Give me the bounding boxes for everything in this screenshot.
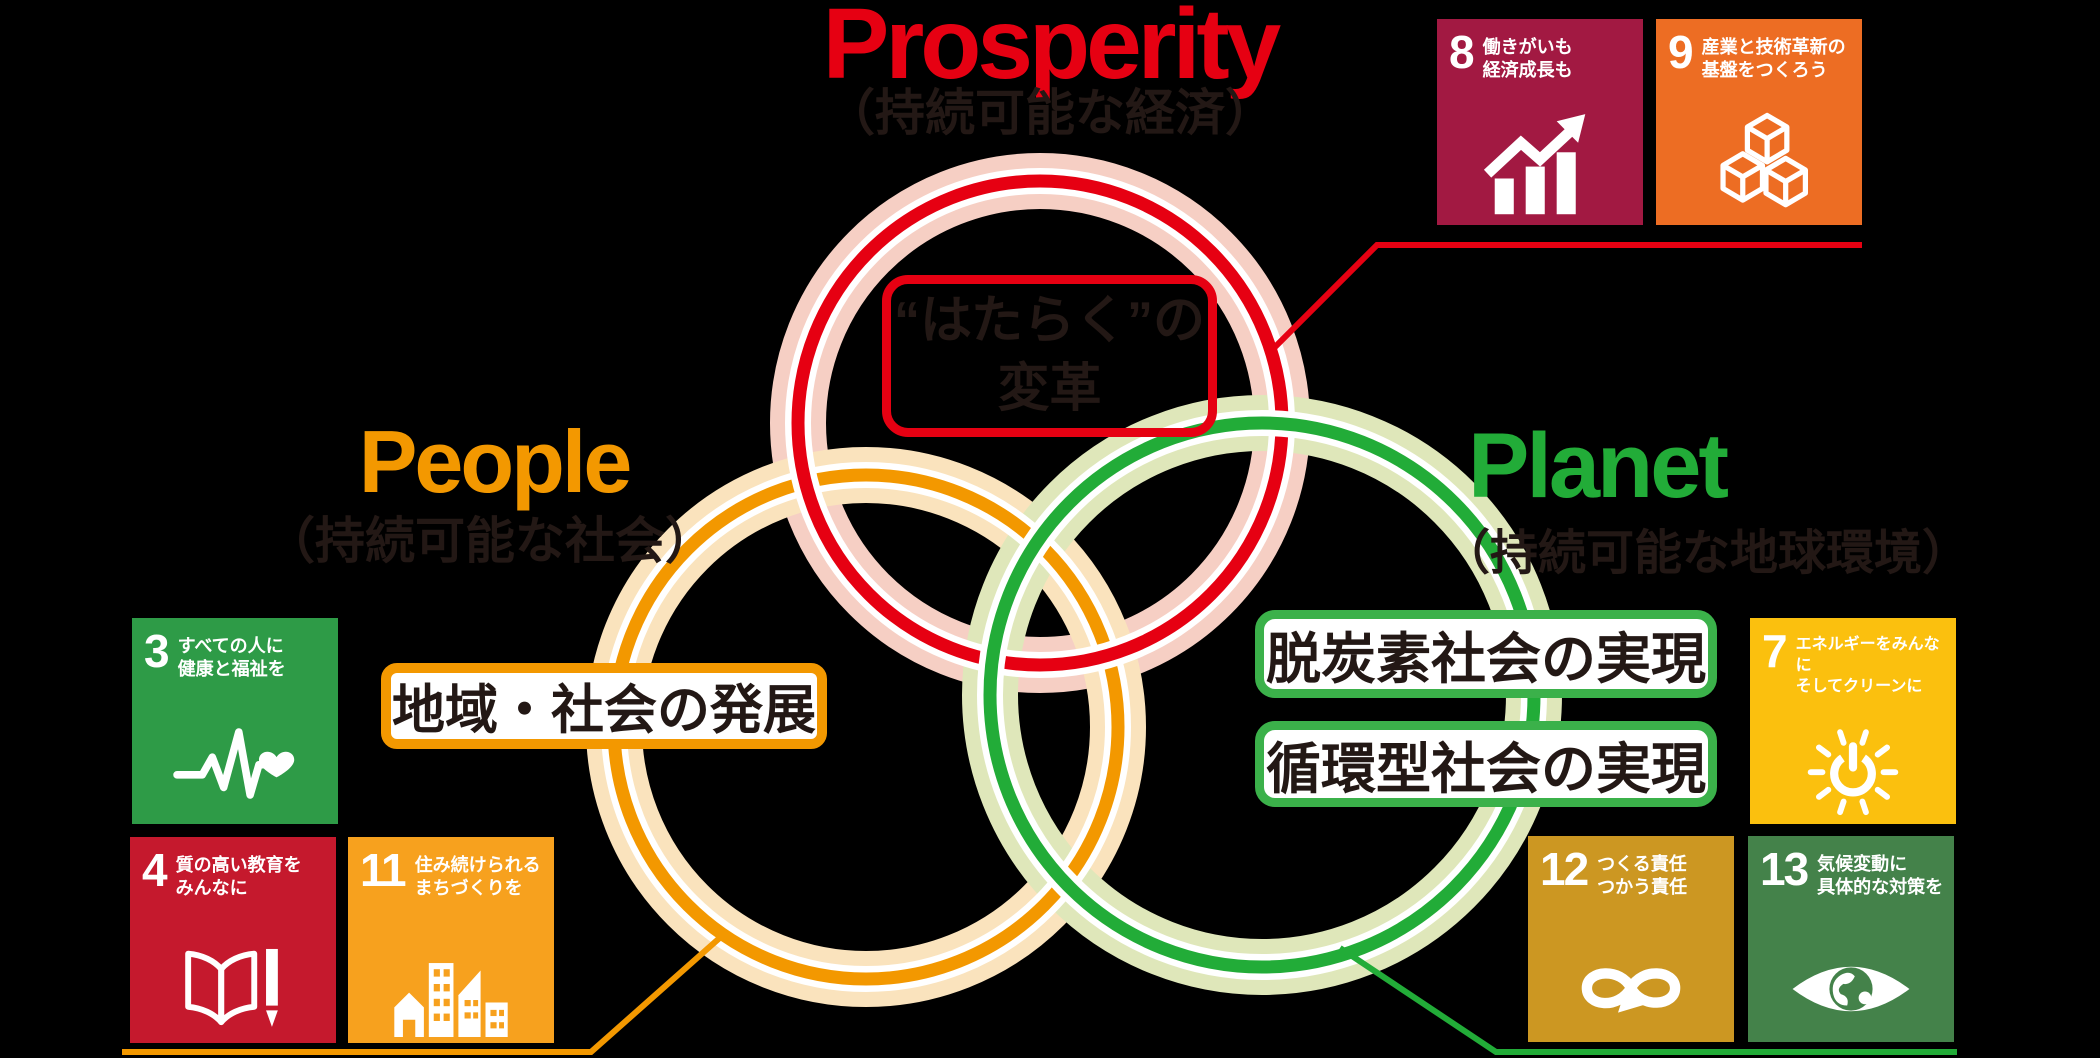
sdg13-title-line1: 気候変動に: [1817, 854, 1908, 874]
sdg9-number: 9: [1668, 26, 1694, 78]
sdg12-title-line1: つくる責任: [1597, 854, 1687, 874]
sdg7-title-line1: エネルギーをみんなに: [1795, 636, 1940, 674]
sdg4-book-pencil-icon: [185, 948, 278, 1027]
sdg8-growth-chart-icon: [1483, 114, 1586, 215]
sdg9-industry-cubes-icon: [1720, 112, 1809, 208]
sdg11-buildings-icon: [394, 963, 508, 1037]
sdg-tile-12: 12 つくる責任 つかう責任: [1528, 836, 1734, 1042]
sdg13-globe-eye-icon: [1792, 966, 1910, 1012]
sdg11-title-line2: まちづくりを: [414, 878, 523, 899]
sdg-tile-9: 9 産業と技術革新の 基盤をつくろう: [1656, 19, 1862, 225]
sdg11-windows: [402, 969, 504, 1037]
prosperity-title: Prosperity: [822, 0, 1282, 100]
hataraku-henkaku-line1: “はたらく”の: [894, 292, 1205, 351]
datsutanso-box: 脱炭素社会の実現: [1255, 610, 1717, 698]
sdg12-infinity-arrow-icon: [1581, 968, 1681, 1013]
sdg4-title-line1: 質の高い教育を: [175, 855, 302, 875]
sdg9-title-line1: 産業と技術革新の: [1701, 37, 1846, 57]
sdg8-title-line1: 働きがいも: [1482, 37, 1573, 57]
planet-subtitle: （持続可能な地球環境）: [1441, 527, 1970, 580]
sdg7-number: 7: [1762, 625, 1788, 677]
sdg13-title-line2: 具体的な対策を: [1817, 877, 1944, 898]
hataraku-henkaku-line2: 変革: [997, 360, 1102, 418]
sdg4-number: 4: [142, 844, 168, 896]
chiiki-shakai-box: 地域・社会の発展: [381, 663, 827, 749]
sdg-tile-7: 7 エネルギーをみんなに そしてクリーンに: [1750, 618, 1956, 824]
sdg3-ekg-heart-icon: [173, 728, 295, 799]
hataraku-henkaku-box: “はたらく”の 変革: [882, 275, 1217, 437]
people-connector-line: [122, 932, 725, 1055]
sdg12-number: 12: [1540, 843, 1589, 895]
sdg3-title-line2: 健康と福祉を: [177, 659, 286, 680]
sdg7-sun-power-icon: [1807, 729, 1899, 816]
prosperity-subtitle: （持続可能な経済）: [825, 85, 1275, 141]
junkangata-box: 循環型社会の実現: [1255, 721, 1717, 807]
sdg8-title-line2: 経済成長も: [1482, 60, 1573, 81]
sdg11-title-line1: 住み続けられる: [414, 855, 541, 875]
planet-connector-line: [1338, 945, 1957, 1055]
sdg-tile-4: 4 質の高い教育を みんなに: [130, 837, 336, 1043]
sdg11-number: 11: [360, 844, 407, 896]
prosperity-connector-line: [1267, 242, 1862, 355]
sdg-tile-11: 11 住み続けられる まちづくりを: [348, 837, 554, 1043]
sdg13-number: 13: [1760, 843, 1809, 895]
sdg9-title-line2: 基盤をつくろう: [1701, 60, 1828, 81]
sdg3-number: 3: [144, 625, 170, 677]
sdg-tile-13: 13 気候変動に 具体的な対策を: [1748, 836, 1954, 1042]
sdg-tile-8: 8 働きがいも 経済成長も: [1437, 19, 1643, 225]
sdg8-number: 8: [1449, 26, 1475, 78]
sdg4-title-line2: みんなに: [175, 878, 248, 899]
sdg3-title-line1: すべての人に: [177, 636, 284, 656]
sdg12-title-line2: つかう責任: [1597, 877, 1688, 898]
sdg-tile-3: 3 すべての人に 健康と福祉を: [132, 618, 338, 824]
planet-title: Planet: [1467, 415, 1729, 517]
people-title: People: [358, 412, 633, 511]
people-subtitle: （持続可能な社会）: [265, 513, 715, 569]
sdg7-title-line2: そしてクリーンに: [1795, 677, 1923, 695]
